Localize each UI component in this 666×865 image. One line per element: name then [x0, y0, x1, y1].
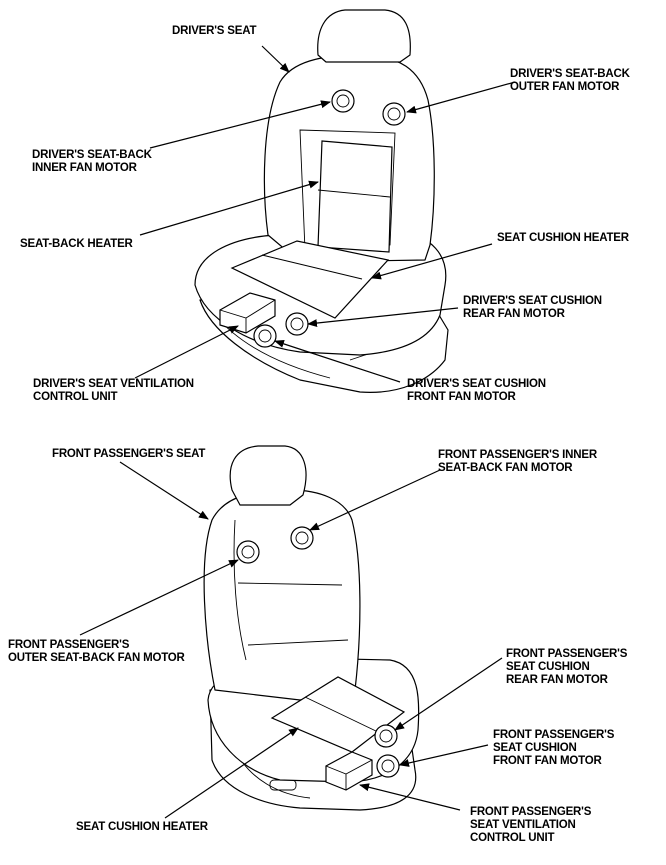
- passenger-control-unit: [325, 751, 373, 791]
- driver-headrest: [317, 9, 411, 63]
- driver-inner-fan-motor: [331, 89, 355, 113]
- passenger-seat-cushion-heater-pad: [270, 676, 406, 753]
- driver-seat-illustration: [194, 9, 449, 393]
- driver-seat-cushion-heater-label: SEAT CUSHION HEATER: [497, 232, 629, 244]
- passenger-seat-cushion-heater-label: SEAT CUSHION HEATER: [76, 821, 208, 833]
- passenger-seat-illustration: [203, 445, 420, 811]
- passenger-outer-fan-motor: [236, 540, 260, 564]
- passenger-headrest: [229, 445, 307, 506]
- driver-seat-back-heater-label: SEAT-BACK HEATER: [20, 238, 133, 250]
- passenger-inner-fan-motor: [290, 526, 314, 550]
- driver-control-unit: [219, 292, 276, 334]
- passenger-seat-back: [203, 489, 361, 701]
- passenger-cushion-rear-fan: [374, 724, 398, 748]
- driver-outer-fan-motor: [382, 102, 406, 126]
- passenger-leader-lines: [79, 461, 503, 819]
- passenger-seat-label: FRONT PASSENGER'S SEAT: [52, 448, 206, 460]
- driver-cushion-rear-fan: [285, 312, 309, 336]
- passenger-cushion-front-fan: [376, 754, 400, 778]
- driver-leader-lines: [134, 45, 516, 383]
- driver-seat-label: DRIVER'S SEAT: [172, 25, 257, 37]
- driver-seat-back-heater-pad: [317, 140, 393, 253]
- driver-cushion-front-fan: [253, 324, 277, 348]
- driver-seat-cushion-heater-pad: [230, 240, 390, 319]
